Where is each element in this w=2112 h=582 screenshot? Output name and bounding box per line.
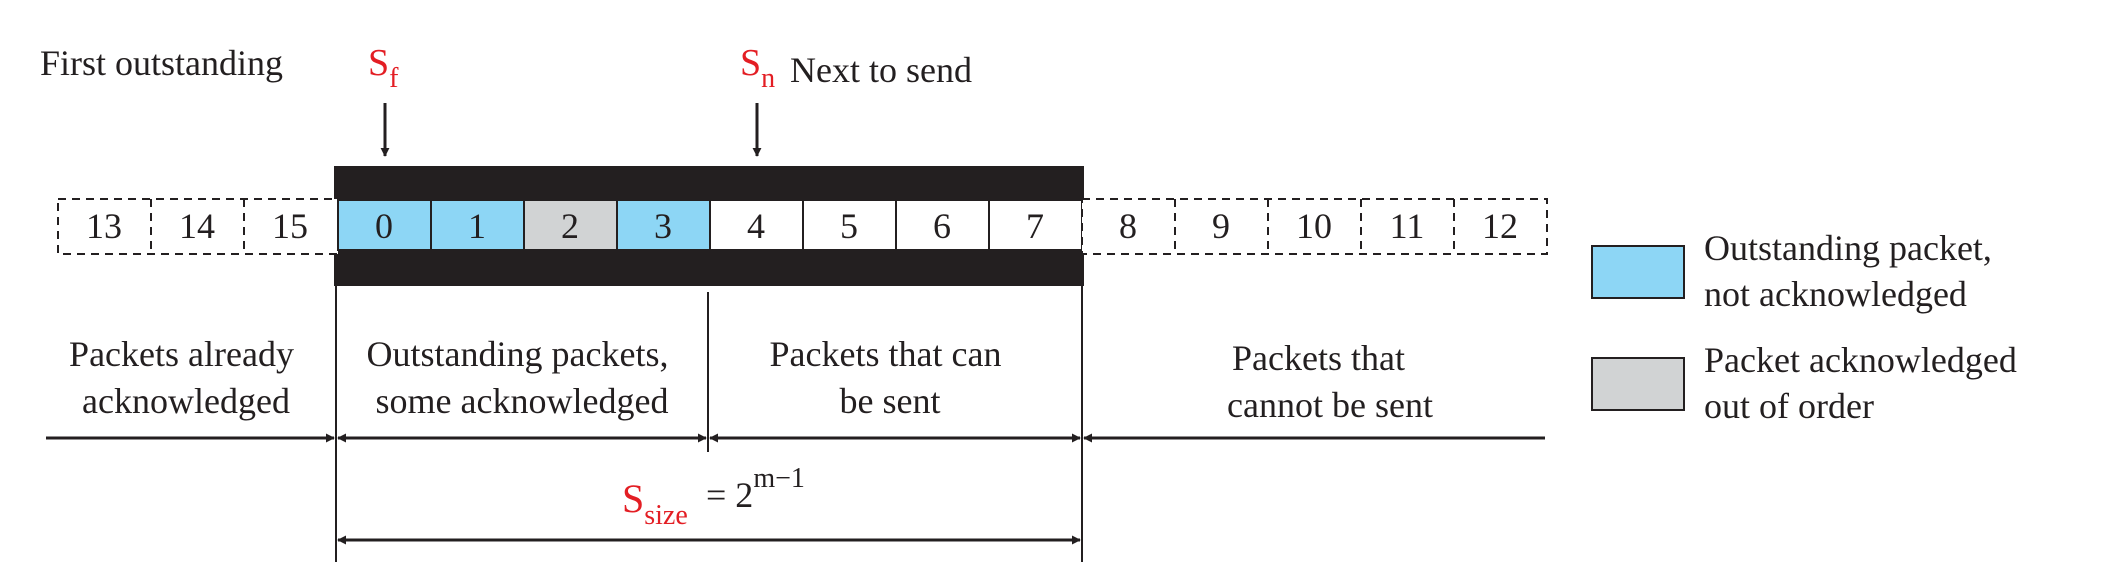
seq-num-13: 13 [86, 206, 122, 246]
seq-num-0: 0 [375, 206, 393, 246]
ssize-subscript: size [644, 500, 688, 531]
seq-num-3: 3 [654, 206, 672, 246]
ssize-exponent: m−1 [753, 463, 805, 494]
window-cell-6 [895, 199, 990, 251]
sn-base: S [740, 42, 761, 84]
seq-num-10: 10 [1296, 206, 1332, 246]
seq-num-1: 1 [468, 206, 486, 246]
ssize-equation: = 2 [706, 475, 753, 515]
window-size-formula: = 2m−1 [706, 463, 805, 515]
region-outstanding-label: Outstanding packets, some acknowledged [367, 334, 678, 421]
window-cell-2 [523, 199, 618, 251]
window-size-label: Ssize [622, 476, 688, 531]
region-cannot-send-label: Packets that cannot be sent [1227, 338, 1433, 425]
window-sequence: 0 1 2 3 4 5 6 7 [337, 199, 1083, 251]
seq-num-5: 5 [840, 206, 858, 246]
window-cell-4 [709, 199, 804, 251]
legend-acked-swatch [1591, 357, 1685, 411]
window-cell-5 [802, 199, 897, 251]
sn-pointer-label: Sn [740, 42, 775, 94]
window-cell-1 [430, 199, 525, 251]
sf-base: S [368, 42, 389, 84]
seq-num-9: 9 [1212, 206, 1230, 246]
region-can-send-label: Packets that can be sent [770, 334, 1011, 421]
seq-num-15: 15 [272, 206, 308, 246]
seq-num-6: 6 [933, 206, 951, 246]
next-to-send-label: Next to send [790, 50, 972, 90]
region-acknowledged-label: Packets already acknowledged [69, 334, 303, 421]
ssize-base: S [622, 476, 644, 521]
seq-num-14: 14 [179, 206, 215, 246]
sf-pointer-label: Sf [368, 42, 399, 94]
left-outside-sequence: 13 14 15 [57, 198, 339, 255]
seq-num-12: 12 [1482, 206, 1518, 246]
legend-outstanding-label: Outstanding packet, not acknowledged [1704, 228, 2001, 314]
sn-subscript: n [761, 63, 775, 94]
seq-num-8: 8 [1119, 206, 1137, 246]
first-outstanding-label: First outstanding [40, 43, 283, 83]
legend-acked-label: Packet acknowledged out of order [1704, 340, 2026, 426]
seq-num-7: 7 [1026, 206, 1044, 246]
seq-num-4: 4 [747, 206, 765, 246]
sf-subscript: f [389, 63, 399, 94]
legend-outstanding-swatch [1591, 245, 1685, 299]
window-cell-3 [616, 199, 711, 251]
seq-num-2: 2 [561, 206, 579, 246]
legend: Outstanding packet, not acknowledged Pac… [1591, 228, 2026, 426]
right-outside-sequence: 8 9 10 11 12 [1081, 198, 1548, 255]
seq-num-11: 11 [1390, 206, 1425, 246]
